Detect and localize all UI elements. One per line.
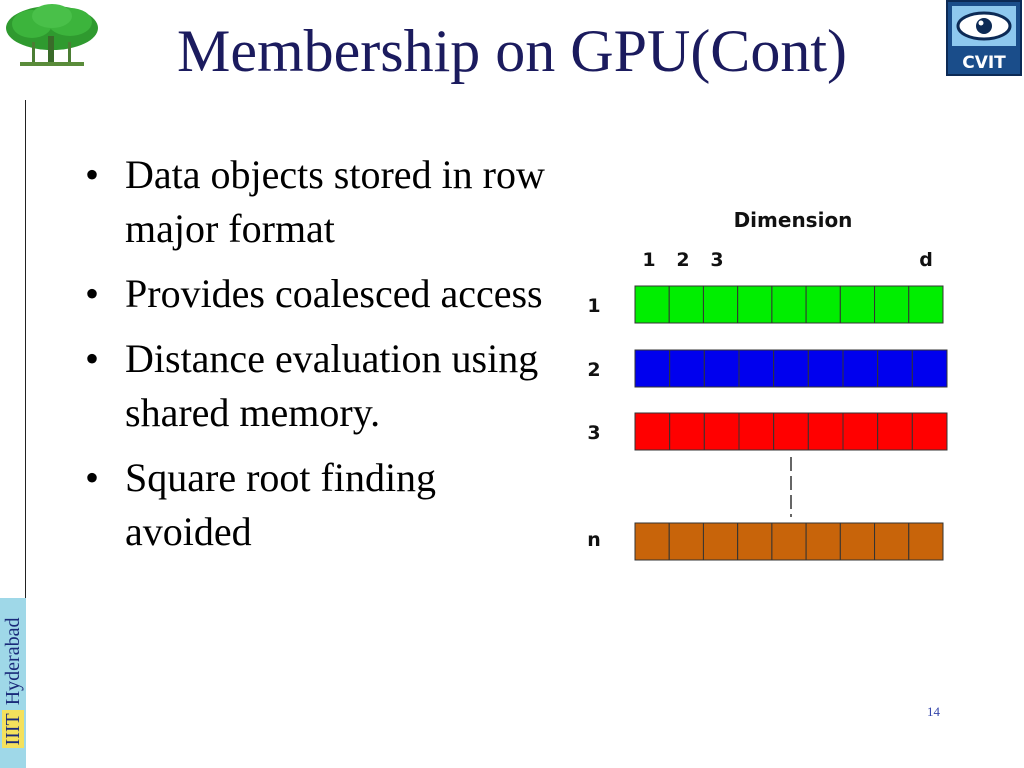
cvit-logo-icon: CVIT: [946, 0, 1022, 76]
column-label: 1: [642, 249, 655, 271]
row-3-cell: [669, 412, 705, 451]
bullet-item: Square root finding avoided: [85, 451, 555, 559]
row-n-cell: [874, 522, 910, 561]
row-n-cell: [737, 522, 773, 561]
row-1-cell: [874, 285, 910, 324]
row-2-cell: [842, 349, 879, 388]
diagram-heading: Dimension: [734, 208, 853, 232]
row-3-cell: [842, 412, 879, 451]
column-label: 3: [710, 249, 723, 271]
tree-logo-icon: [6, 4, 98, 66]
row-n-cell: [634, 522, 670, 561]
row-3-cell: [703, 412, 740, 451]
page-number: 14: [927, 704, 940, 719]
row-1-cell: [839, 285, 876, 324]
row-1-cell: [805, 285, 841, 324]
row-bars: [634, 285, 948, 561]
bullet-item: Distance evaluation using shared memory.: [85, 332, 555, 440]
row-1-cell: [634, 285, 670, 324]
row-3-cell: [634, 412, 671, 451]
row-2-cell: [669, 349, 705, 388]
row-2-cell: [773, 349, 809, 388]
row-2-cell: [877, 349, 913, 388]
row-n-cell: [771, 522, 807, 561]
cvit-logo-text: CVIT: [962, 53, 1006, 73]
row-label: n: [587, 529, 601, 551]
row-2-cell: [911, 349, 948, 388]
left-divider: [25, 100, 26, 600]
row-3-cell: [738, 412, 775, 451]
row-1-cell: [771, 285, 807, 324]
bullet-list: Data objects stored in row major format …: [85, 148, 555, 570]
sidebar-label-rest: Hyderabad: [2, 617, 24, 711]
column-label: 2: [676, 249, 689, 271]
row-n-cell: [839, 522, 876, 561]
slide-title: Membership on GPU(Cont): [177, 18, 847, 84]
row-n-cell: [702, 522, 739, 561]
row-label: 1: [587, 295, 600, 317]
row-n-cell: [668, 522, 704, 561]
row-3-cell: [807, 412, 844, 451]
row-major-diagram: Dimension 1 2 3 d 1 2 3 n: [587, 208, 948, 561]
row-1-cell: [908, 285, 944, 324]
row-label: 2: [587, 359, 600, 381]
row-1-cell: [702, 285, 739, 324]
row-3-cell: [877, 412, 913, 451]
row-1-cell: [737, 285, 773, 324]
column-label: d: [919, 249, 933, 271]
sidebar-label-iiit: IIIT: [2, 710, 24, 749]
row-n-cell: [805, 522, 841, 561]
row-label: 3: [587, 422, 600, 444]
bullet-item: Provides coalesced access: [85, 267, 555, 321]
row-1-cell: [668, 285, 704, 324]
sidebar-label: IIIT Hyderabad: [0, 598, 26, 768]
row-3-cell: [911, 412, 948, 451]
row-2-cell: [634, 349, 671, 388]
row-2-cell: [807, 349, 844, 388]
row-2-cell: [703, 349, 740, 388]
row-n-cell: [908, 522, 944, 561]
bullet-item: Data objects stored in row major format: [85, 148, 555, 256]
row-3-cell: [773, 412, 809, 451]
row-2-cell: [738, 349, 775, 388]
